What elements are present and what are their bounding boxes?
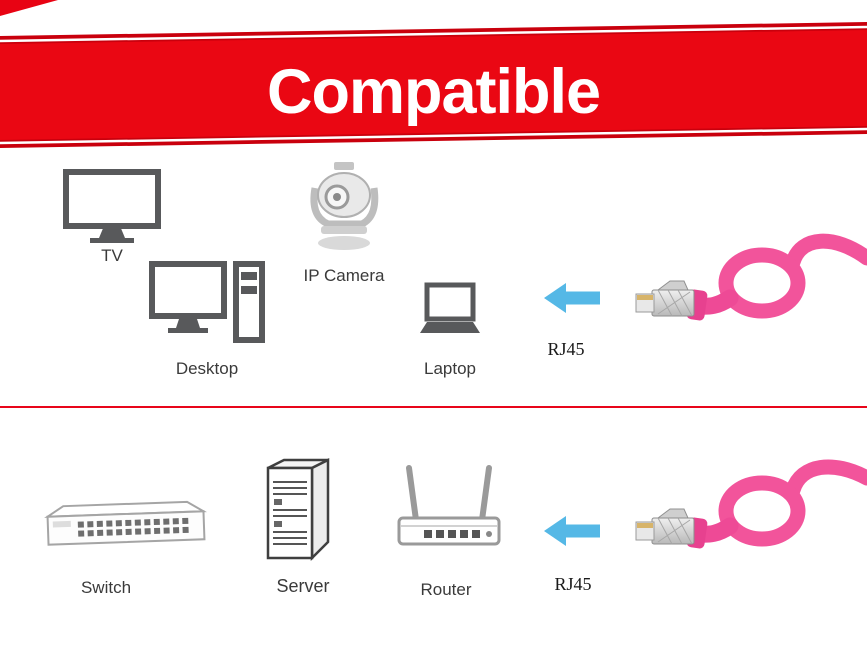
ip-camera-label: IP Camera (303, 266, 385, 285)
pink-cable-graphic-2 (635, 459, 867, 549)
tv-label: TV (101, 246, 123, 265)
ip-camera-icon (300, 160, 388, 255)
left-arrow-icon (544, 281, 600, 315)
tv-icon (62, 168, 162, 248)
pink-rj45-cable-photo (630, 228, 867, 353)
router-label: Router (420, 580, 472, 599)
pink-cable-graphic-1 (635, 233, 867, 321)
rj45-label-row2: RJ45 (554, 574, 592, 594)
ip-camera-icon-graphic (310, 162, 379, 250)
desktop-icon-graphic (149, 261, 265, 343)
laptop-icon (418, 282, 482, 344)
desktop-icon (148, 260, 266, 356)
banner-ribbon (0, 0, 867, 148)
laptop-label: Laptop (424, 359, 476, 378)
desktop-label: Desktop (175, 359, 239, 378)
banner-title: Compatible (266, 57, 601, 127)
server-icon-graphic (266, 457, 330, 562)
pink-rj45-cable-photo (630, 456, 867, 581)
router-icon (396, 460, 502, 562)
red-divider-line (0, 406, 867, 408)
left-arrow-graphic (544, 516, 600, 546)
tv-icon-graphic (63, 169, 161, 243)
rj45-label-row1: RJ45 (547, 339, 585, 359)
server-icon (262, 456, 342, 566)
switch-icon-graphic (44, 500, 207, 546)
left-arrow-icon (544, 514, 600, 548)
left-arrow-graphic (544, 283, 600, 313)
switch-label: Switch (80, 578, 132, 597)
server-label: Server (276, 576, 330, 596)
router-icon-graphic (397, 465, 501, 546)
laptop-icon-graphic (420, 282, 480, 333)
switch-icon (40, 496, 212, 560)
